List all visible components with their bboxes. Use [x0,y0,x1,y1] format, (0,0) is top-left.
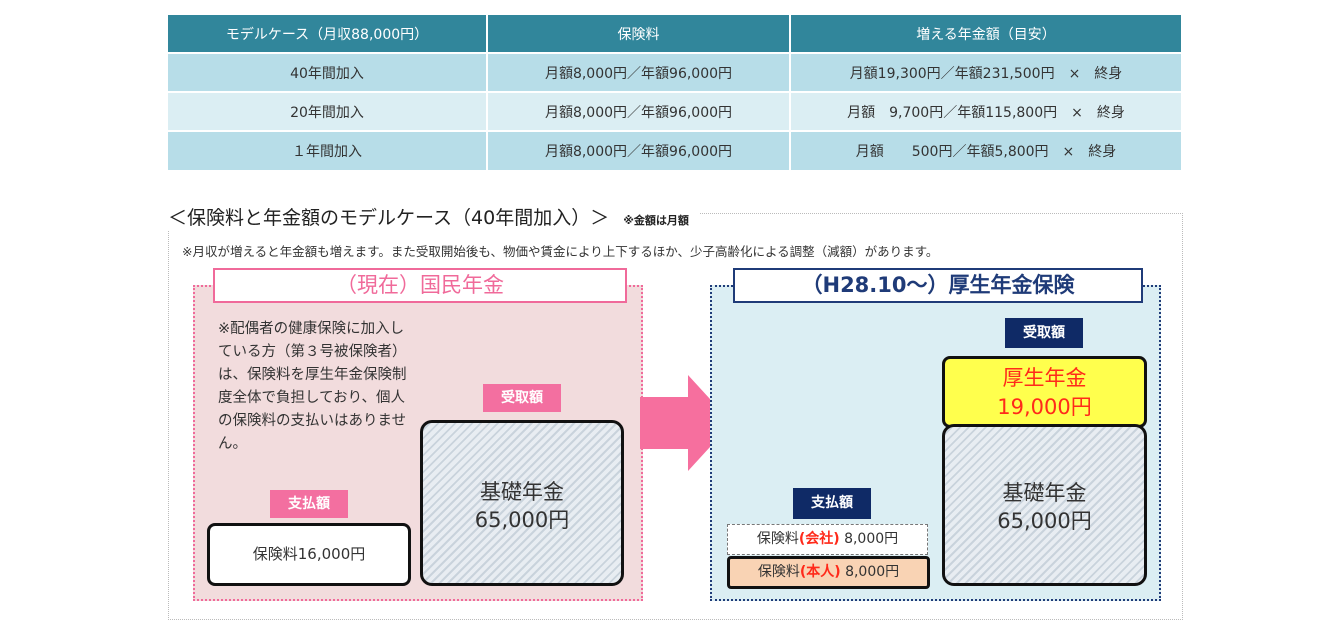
pay-label: 支払額 [793,488,871,519]
employee-pension-title: （H28.10～）厚生年金保険 [733,268,1143,303]
company-premium-box: 保険料(会社) 8,000円 [727,524,928,555]
model-case-table: モデルケース（月収88,000円）保険料増える年金額（目安） 40年間加入月額8… [168,15,1183,170]
table-row: １年間加入月額8,000円／年額96,000円月額 500円／年額5,800円 … [168,130,1183,170]
section-note: ※月収が増えると年金額も増えます。また受取開始後も、物価や賃金により上下するほか… [182,244,939,259]
col-header: 保険料 [487,15,791,53]
national-pension-title: （現在）国民年金 [213,268,627,303]
receive-label: 受取額 [1005,318,1083,348]
section-title: ＜保険料と年金額のモデルケース（40年間加入）＞ ※金額は月額 [168,203,699,230]
col-header: 増える年金額（目安） [790,15,1183,53]
receive-label: 受取額 [483,384,561,412]
employee-pension-box: 厚生年金 19,000円 [942,356,1147,428]
cell: 月額 9,700円／年額115,800円 × 終身 [790,91,1183,131]
cell: 月額8,000円／年額96,000円 [487,52,791,92]
table-row: 20年間加入月額8,000円／年額96,000円月額 9,700円／年額115,… [168,91,1183,131]
employee-pension-amount: 19,000円 [997,395,1092,419]
basic-pension-box: 基礎年金 65,000円 [420,420,624,586]
self-tag: (本人) [799,564,841,580]
section-title-text: ＜保険料と年金額のモデルケース（40年間加入）＞ [168,207,610,229]
company-amount: 8,000円 [844,531,899,547]
spouse-explanation: ※配偶者の健康保険に加入している方（第３号被保険者）は、保険料を厚生年金保険制度… [218,321,407,452]
pay-label: 支払額 [270,490,348,518]
basic-pension-box: 基礎年金 65,000円 [942,424,1147,586]
cell: 月額8,000円／年額96,000円 [487,130,791,170]
basic-pension-amount: 65,000円 [997,509,1092,533]
cell: 月額8,000円／年額96,000円 [487,91,791,131]
premium-box: 保険料16,000円 [207,523,411,586]
arrow-right-icon [640,375,732,471]
premium-prefix: 保険料 [757,564,800,580]
self-amount: 8,000円 [845,564,900,580]
cell: 月額19,300円／年額231,500円 × 終身 [790,52,1183,92]
basic-pension-amount: 65,000円 [474,508,570,532]
company-tag: (会社) [798,531,840,547]
cell: 40年間加入 [168,52,488,92]
basic-pension-name: 基礎年金 [480,480,564,504]
employee-pension-name: 厚生年金 [1002,366,1087,390]
amount-note: ※金額は月額 [623,214,689,227]
basic-pension-name: 基礎年金 [1002,481,1087,505]
table-row: 40年間加入月額8,000円／年額96,000円月額19,300円／年額231,… [168,52,1183,92]
cell: 20年間加入 [168,91,488,131]
cell: 月額 500円／年額5,800円 × 終身 [790,130,1183,170]
premium-prefix: 保険料 [756,531,799,547]
col-header: モデルケース（月収88,000円） [168,15,488,53]
self-premium-box: 保険料(本人) 8,000円 [727,556,930,589]
cell: １年間加入 [168,130,488,170]
